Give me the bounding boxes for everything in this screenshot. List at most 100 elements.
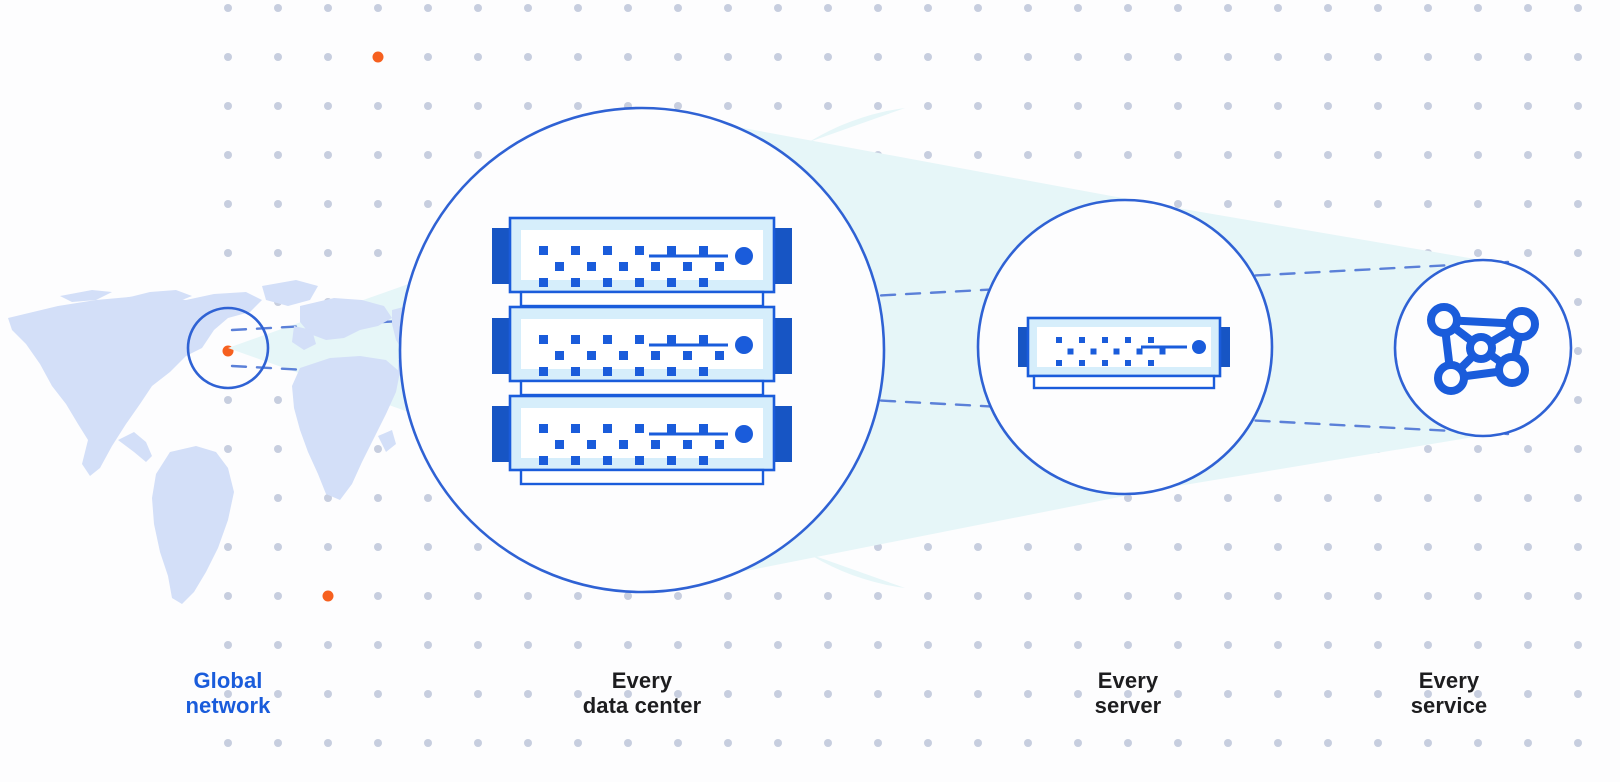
grid-dot xyxy=(924,4,932,12)
grid-dot xyxy=(1424,690,1432,698)
grid-dot xyxy=(824,739,832,747)
server-status-dot xyxy=(1192,340,1206,354)
grid-dot xyxy=(474,102,482,110)
grid-dot xyxy=(224,641,232,649)
grid-dot xyxy=(1374,739,1382,747)
rack-unit-3-left-ear xyxy=(492,406,514,462)
grid-dot xyxy=(1024,543,1032,551)
grid-dot xyxy=(1324,4,1332,12)
grid-dot xyxy=(524,102,532,110)
grid-dot xyxy=(1274,690,1282,698)
grid-dot xyxy=(1424,102,1432,110)
rack-unit-2-left-ear xyxy=(492,318,514,374)
grid-dot xyxy=(424,690,432,698)
grid-dot xyxy=(1574,739,1582,747)
rack-connector-1 xyxy=(519,290,765,308)
grid-dot xyxy=(874,641,882,649)
grid-dot xyxy=(1524,592,1532,600)
vent-dot xyxy=(603,367,612,376)
grid-dot xyxy=(1074,739,1082,747)
grid-dot xyxy=(324,739,332,747)
grid-dot xyxy=(224,592,232,600)
grid-dot xyxy=(524,739,532,747)
grid-dot xyxy=(674,739,682,747)
vent-dot xyxy=(699,278,708,287)
vent-dot xyxy=(603,278,612,287)
grid-dot xyxy=(824,53,832,61)
grid-dot xyxy=(424,200,432,208)
grid-dot xyxy=(274,396,282,404)
vent-dot xyxy=(539,335,548,344)
grid-dot xyxy=(374,494,382,502)
rack-unit-1-status-dot xyxy=(735,247,753,265)
grid-dot xyxy=(274,53,282,61)
grid-dot xyxy=(724,102,732,110)
grid-dot xyxy=(1024,592,1032,600)
grid-dot xyxy=(1024,641,1032,649)
vent-dot xyxy=(651,440,660,449)
grid-dot xyxy=(1224,543,1232,551)
grid-dot xyxy=(674,592,682,600)
vent-dot xyxy=(667,246,676,255)
grid-dot xyxy=(1524,249,1532,257)
vent-dot xyxy=(555,262,564,271)
grid-dot xyxy=(1324,690,1332,698)
grid-dot xyxy=(524,4,532,12)
grid-dot xyxy=(424,641,432,649)
vent-dot xyxy=(587,440,596,449)
grid-dot xyxy=(824,641,832,649)
grid-dot xyxy=(1524,543,1532,551)
grid-dot xyxy=(374,102,382,110)
grid-dot xyxy=(1574,396,1582,404)
vent-dot xyxy=(1113,348,1120,355)
vent-dot xyxy=(1079,360,1085,366)
rack-unit-1-vents xyxy=(539,246,724,287)
grid-dot xyxy=(1124,739,1132,747)
grid-dot xyxy=(1174,592,1182,600)
grid-dot xyxy=(774,4,782,12)
grid-dot xyxy=(1524,200,1532,208)
grid-dot xyxy=(574,102,582,110)
vent-dot xyxy=(603,246,612,255)
vent-dot xyxy=(555,440,564,449)
grid-dot xyxy=(1224,739,1232,747)
grid-dot xyxy=(324,4,332,12)
vent-dot xyxy=(1125,337,1131,343)
vent-dot xyxy=(539,456,548,465)
network-graph-icon xyxy=(1427,303,1539,395)
vent-dot xyxy=(619,262,628,271)
grid-dot xyxy=(424,739,432,747)
grid-dot xyxy=(324,543,332,551)
grid-dot xyxy=(274,592,282,600)
grid-dot xyxy=(1424,445,1432,453)
grid-dot xyxy=(374,739,382,747)
grid-dot xyxy=(724,690,732,698)
grid-dot xyxy=(1524,53,1532,61)
grid-dot xyxy=(224,396,232,404)
grid-dot xyxy=(1524,4,1532,12)
grid-dot xyxy=(224,151,232,159)
grid-dot xyxy=(774,641,782,649)
vent-dot xyxy=(635,367,644,376)
grid-dot xyxy=(624,53,632,61)
vent-dot xyxy=(635,278,644,287)
grid-dot xyxy=(824,102,832,110)
vent-dot xyxy=(619,351,628,360)
vent-dot xyxy=(619,440,628,449)
grid-dot xyxy=(274,151,282,159)
vent-dot xyxy=(667,335,676,344)
grid-dot xyxy=(924,690,932,698)
vent-dot xyxy=(683,351,692,360)
grid-dot xyxy=(524,592,532,600)
grid-dot xyxy=(1474,200,1482,208)
grid-dot xyxy=(1124,53,1132,61)
grid-dot xyxy=(1124,592,1132,600)
grid-dot xyxy=(1324,151,1332,159)
grid-dot xyxy=(1424,543,1432,551)
grid-dot xyxy=(774,739,782,747)
grid-dot xyxy=(574,641,582,649)
network-node-bottom-left xyxy=(1434,361,1468,395)
grid-dot xyxy=(374,200,382,208)
grid-dot xyxy=(1274,641,1282,649)
grid-dot xyxy=(874,739,882,747)
